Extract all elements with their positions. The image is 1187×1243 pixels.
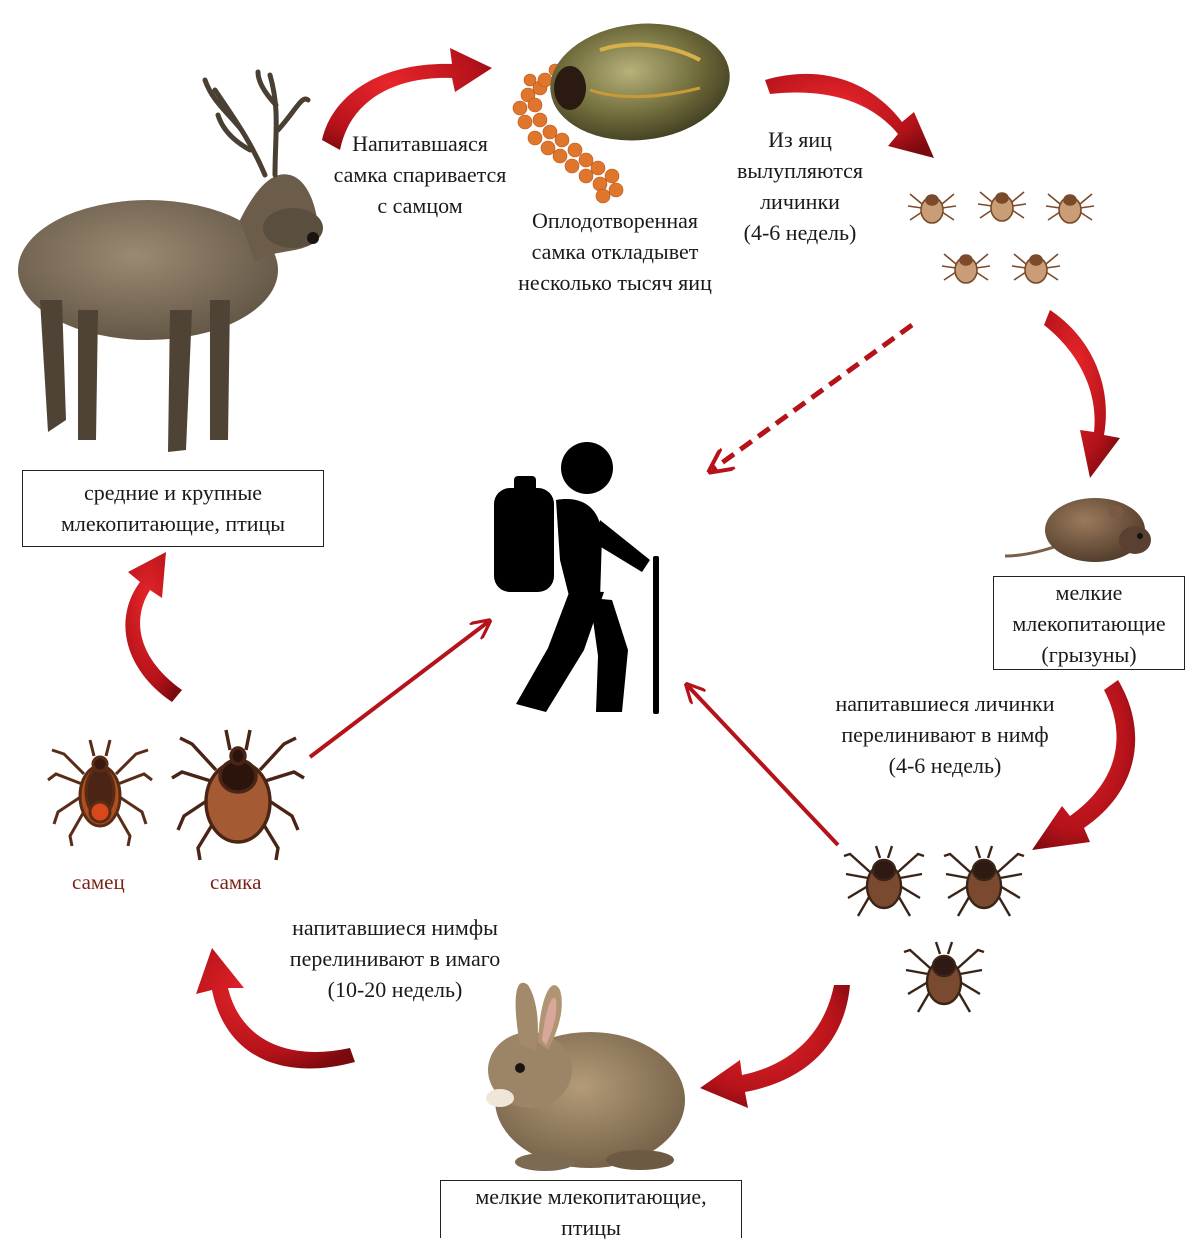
host-box-small-mammals: мелкие млекопитающие, птицы — [440, 1180, 742, 1238]
dashed-arrow-larvae-to-human — [712, 325, 912, 470]
label-male: самец — [72, 870, 125, 895]
rabbit-image — [486, 983, 685, 1171]
label-nymph-molt: напитавшиеся нимфы перелинивают в имаго … — [255, 912, 535, 1005]
label-larvae-molt: напитавшиеся личинки перелинивают в нимф… — [810, 688, 1080, 781]
hiker-icon — [494, 442, 659, 714]
host-box-rodents: мелкие млекопитающие (грызуны) — [993, 576, 1185, 670]
label-female: самка — [210, 870, 261, 895]
mouse-image — [1005, 498, 1151, 562]
deer-image — [18, 72, 323, 452]
adult-male-tick-image — [48, 740, 152, 846]
larvae-image — [908, 192, 1094, 283]
adult-female-tick-image — [172, 730, 304, 860]
arrow-adults-to-deer — [125, 552, 182, 702]
arrow-nymphs-to-rabbit — [700, 985, 850, 1108]
nymphs-image — [844, 846, 1024, 1012]
host-box-large-mammals: средние и крупные млекопитающие, птицы — [22, 470, 324, 547]
arrow-adults-to-human — [310, 622, 488, 757]
arrow-larvae-to-rodent — [1044, 310, 1120, 478]
label-hatching: Из яиц вылупляются личинки (4-6 недель) — [715, 124, 885, 248]
engorged-female-with-eggs-image — [513, 15, 736, 203]
